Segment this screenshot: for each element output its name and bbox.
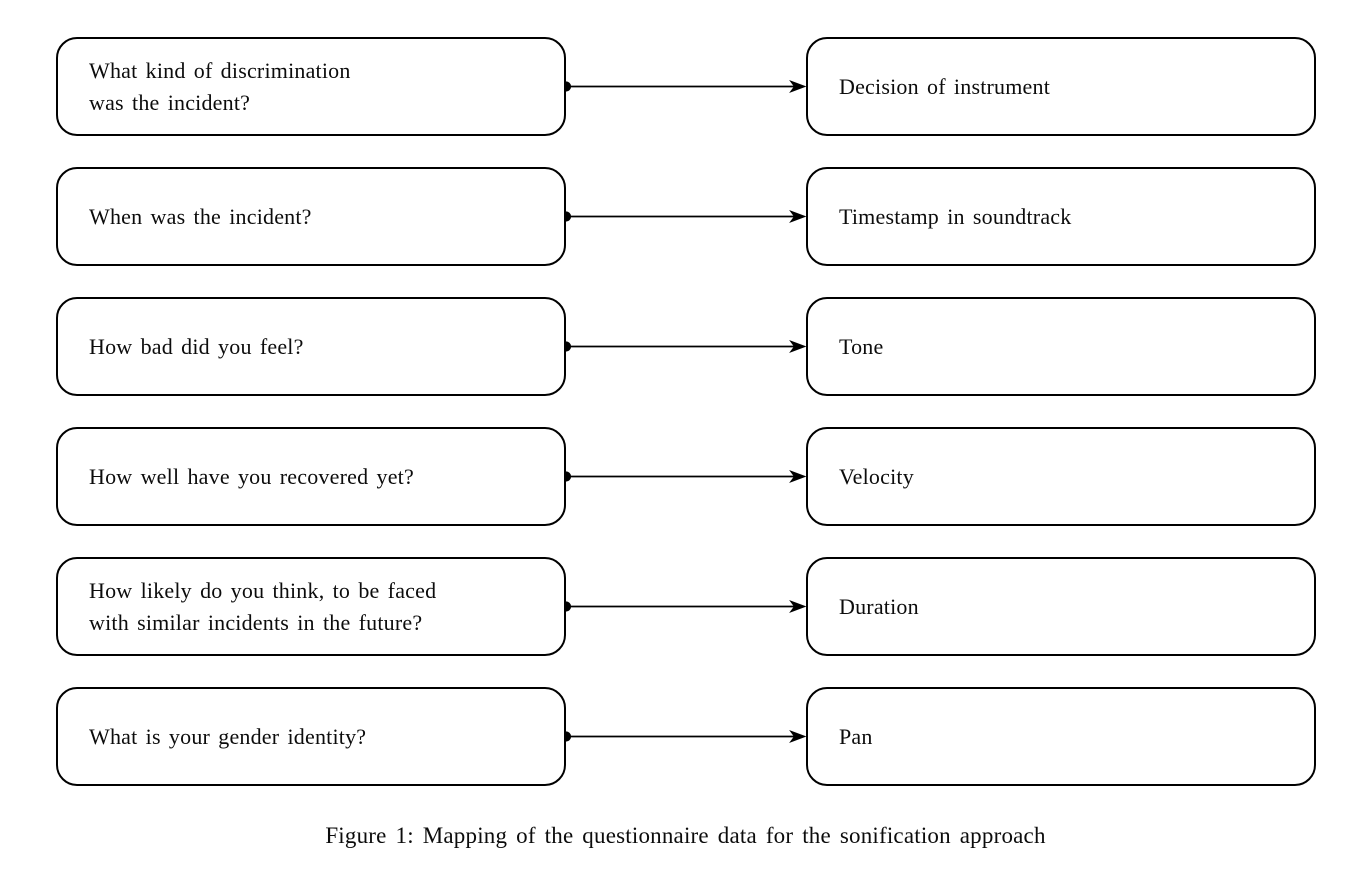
question-box: How bad did you feel?	[56, 297, 566, 396]
mapping-row: How well have you recovered yet? Velocit…	[0, 427, 1371, 526]
question-label: When was the incident?	[89, 203, 312, 229]
parameter-box: Pan	[806, 687, 1316, 786]
question-label: How well have you recovered yet?	[89, 463, 414, 489]
parameter-box: Duration	[806, 557, 1316, 656]
mapping-row: How likely do you think, to be faced wit…	[0, 557, 1371, 656]
question-box: What kind of discrimination was the inci…	[56, 37, 566, 136]
mapping-row: What kind of discrimination was the inci…	[0, 37, 1371, 136]
parameter-box: Timestamp in soundtrack	[806, 167, 1316, 266]
mapping-row: When was the incident? Timestamp in soun…	[0, 167, 1371, 266]
mapping-row: How bad did you feel? Tone	[0, 297, 1371, 396]
parameter-box: Tone	[806, 297, 1316, 396]
question-box: When was the incident?	[56, 167, 566, 266]
parameter-box: Velocity	[806, 427, 1316, 526]
question-label: How bad did you feel?	[89, 333, 304, 359]
question-box: How well have you recovered yet?	[56, 427, 566, 526]
parameter-label: Duration	[839, 593, 919, 619]
parameter-label: Velocity	[839, 463, 914, 489]
figure-caption: Figure 1: Mapping of the questionnaire d…	[325, 823, 1046, 848]
parameter-label: Timestamp in soundtrack	[839, 203, 1072, 229]
question-box: How likely do you think, to be faced wit…	[56, 557, 566, 656]
parameter-label: Decision of instrument	[839, 73, 1051, 99]
mapping-row: What is your gender identity? Pan	[0, 687, 1371, 786]
question-label: What kind of discrimination was the inci…	[89, 57, 351, 115]
question-label: What is your gender identity?	[89, 723, 367, 749]
parameter-box: Decision of instrument	[806, 37, 1316, 136]
parameter-label: Tone	[839, 333, 884, 359]
question-box: What is your gender identity?	[56, 687, 566, 786]
question-label: How likely do you think, to be faced wit…	[89, 577, 437, 635]
parameter-label: Pan	[839, 723, 873, 749]
